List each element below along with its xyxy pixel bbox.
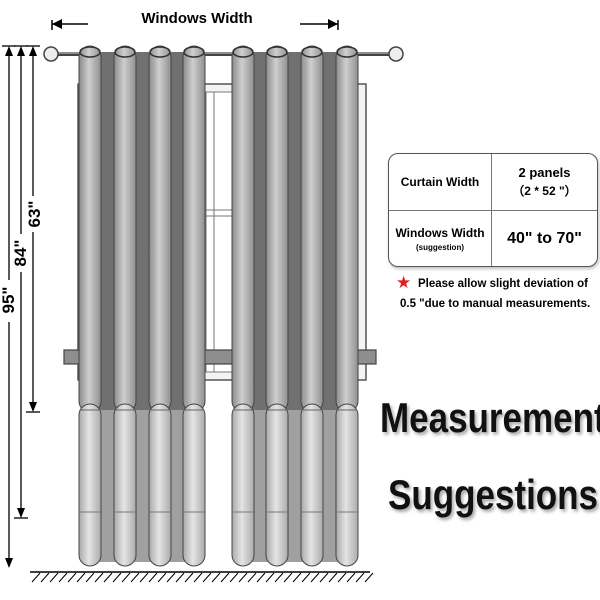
height-dimensions (2, 45, 40, 568)
curtain-width-label: Curtain Width (400, 175, 480, 189)
heading-measurement: Measurement (380, 395, 600, 442)
table-cell-value: 2 panels （2 * 52 "） (492, 154, 597, 210)
heading-suggestions: Suggestions (388, 472, 599, 519)
table-row-windows-width: Windows Width (suggestion) 40" to 70" (389, 211, 597, 266)
table-cell-value: 40" to 70" (492, 211, 597, 266)
note-line-2: 0.5 "due to manual measurements. (400, 298, 591, 310)
star-icon: ★ (396, 273, 412, 292)
curtain-width-detail: （2 * 52 "） (512, 184, 577, 198)
table-cell-label: Windows Width (suggestion) (389, 211, 492, 266)
suggestion-note: (suggestion) (416, 243, 464, 252)
height-label-84: 84" (11, 239, 30, 267)
height-label-63: 63" (25, 200, 44, 228)
windows-width-row-label: Windows Width (395, 226, 485, 240)
measurement-table: Curtain Width 2 panels （2 * 52 "） Window… (388, 153, 598, 267)
floor (30, 571, 374, 583)
curtain-panel (78, 45, 206, 567)
windows-width-value: 40" to 70" (507, 230, 582, 247)
windows-width-label: Windows Width (141, 10, 253, 27)
table-cell-label: Curtain Width (389, 154, 492, 210)
curtain-width-value: 2 panels (518, 165, 571, 180)
width-dimension (51, 19, 339, 30)
height-label-95: 95" (0, 286, 18, 314)
table-row-curtain-width: Curtain Width 2 panels （2 * 52 "） (389, 154, 597, 211)
note-line-1: Please allow slight deviation of (418, 278, 588, 290)
curtain-panels (78, 45, 359, 567)
curtain-panel (231, 45, 359, 567)
